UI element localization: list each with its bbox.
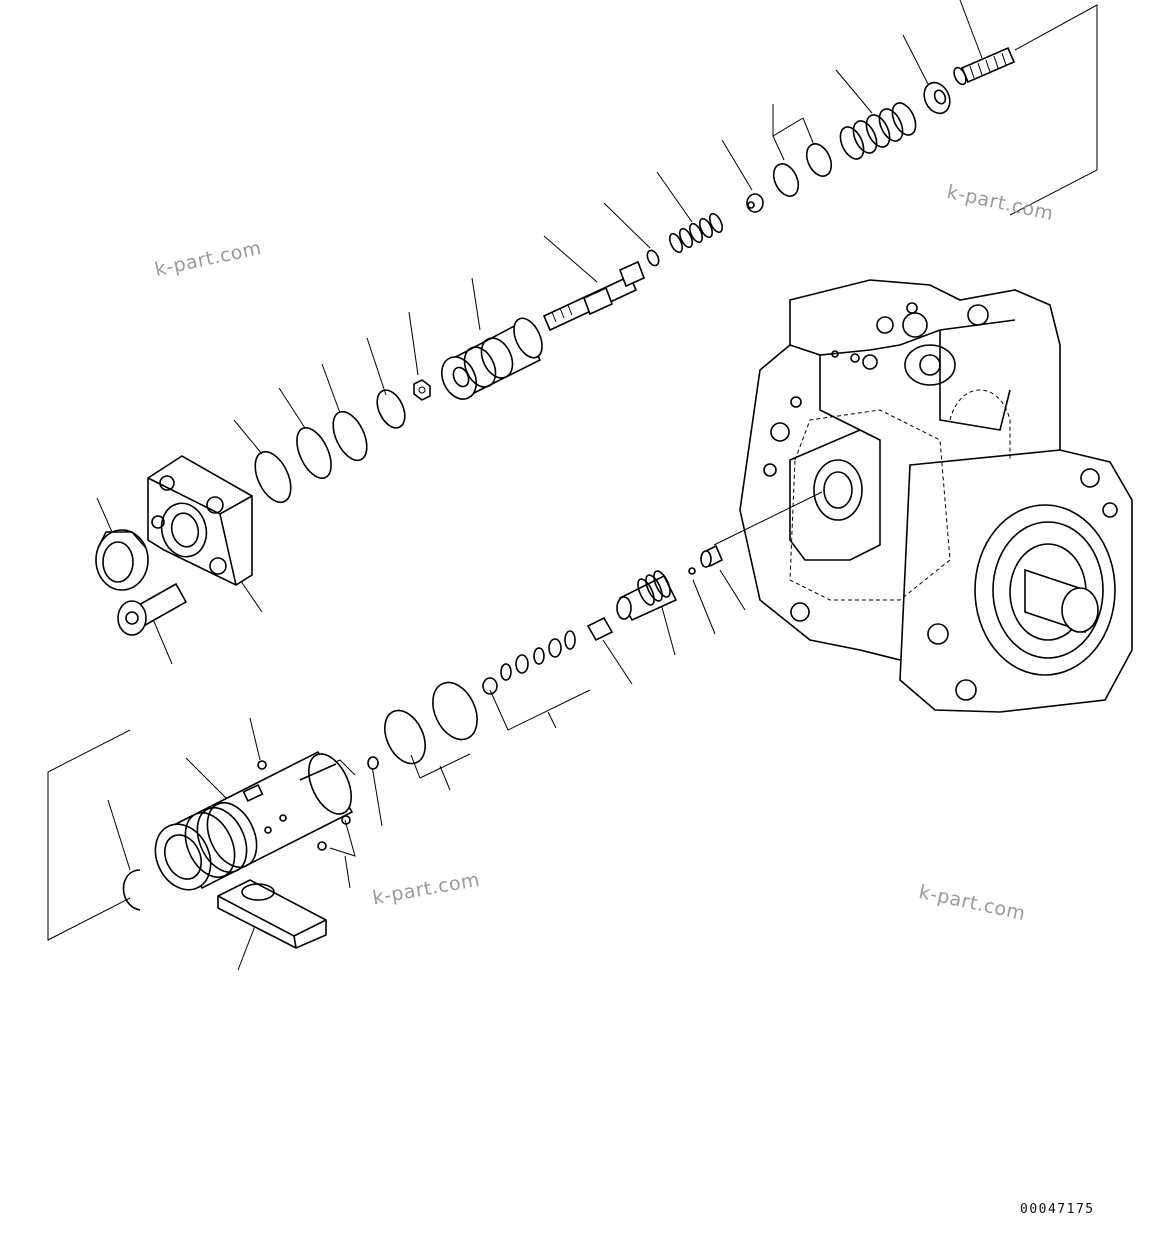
bolt: [117, 582, 188, 636]
o-rings-upper: [772, 143, 833, 197]
main-spring: [839, 102, 917, 160]
hex-cap-nut: [95, 529, 149, 591]
seat-washer: [923, 81, 951, 115]
spool: [542, 260, 646, 332]
leader-lines: [96, 0, 983, 971]
pump-body: [739, 279, 1133, 713]
end-plug: [122, 869, 141, 911]
frame-lines: [47, 4, 1098, 941]
fitting-small: [688, 544, 724, 575]
poppet: [616, 570, 678, 622]
small-o-ring: [646, 249, 660, 267]
small-spring: [669, 212, 723, 254]
flange-cover: [147, 455, 253, 586]
o-rings-middle: [254, 389, 406, 504]
hex-nut-small: [413, 379, 431, 401]
piston-rod: [953, 46, 1016, 86]
pin: [586, 616, 614, 642]
sleeve: [440, 317, 543, 400]
o-rings-lower-large: [384, 681, 478, 765]
plug-small: [367, 756, 379, 770]
small-nut: [746, 193, 764, 213]
drawing-code: 00047175: [1020, 1202, 1095, 1217]
o-rings-lower-small: [482, 630, 576, 695]
piston-housing: [154, 750, 354, 891]
plate-block: [217, 879, 327, 949]
